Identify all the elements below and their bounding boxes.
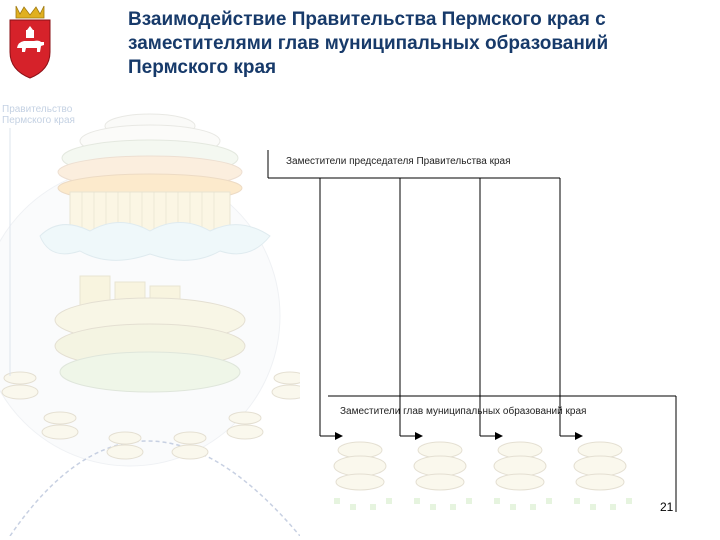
perm-krai-crest-icon [9, 5, 51, 79]
government-structure-illustration [0, 113, 300, 536]
connector-1 [319, 178, 343, 440]
government-label-line-1: Правительство [2, 104, 73, 115]
municipal-cakes-illustration [333, 441, 632, 510]
lower-frame [328, 395, 677, 512]
page-number: 21 [660, 500, 674, 514]
connector-4 [559, 396, 583, 440]
upper-frame [267, 150, 561, 396]
vice-chairmen-label: Заместители председателя Правительства к… [286, 156, 511, 167]
page-title: Взаимодействие Правительства Пермского к… [128, 9, 609, 78]
connector-3 [479, 178, 503, 440]
deputy-heads-label: Заместители глав муниципальных образован… [340, 406, 587, 417]
government-label: Правительство Пермского края [2, 104, 75, 126]
government-label-line-2: Пермского края [2, 115, 75, 126]
connector-2 [399, 178, 423, 440]
